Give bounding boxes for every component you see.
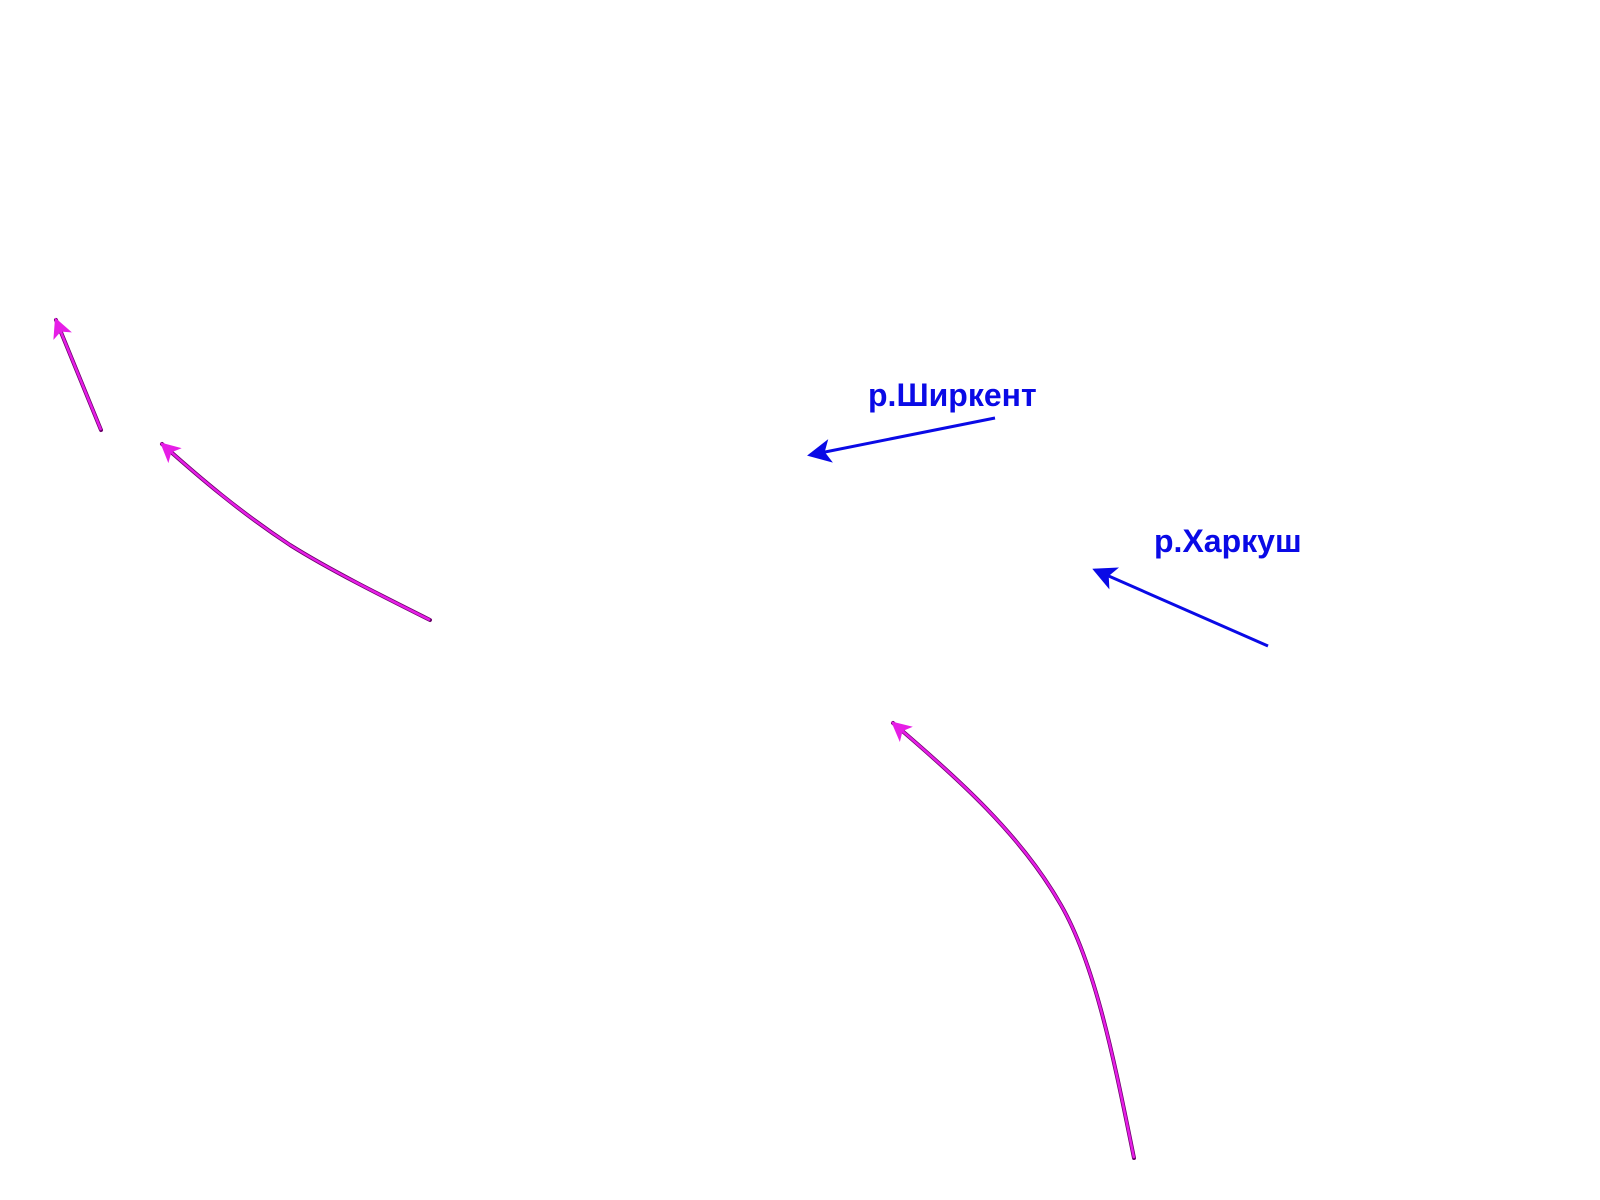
river-label-kharkush: р.Харкуш (1154, 523, 1302, 559)
flow-arrow-far-left (53, 317, 103, 432)
flow-arrow-left (160, 442, 432, 622)
river-arrow-kharkush (1092, 567, 1269, 648)
river-arrow-shirkent (807, 416, 996, 463)
river-label-shirkent: р.Ширкент (868, 377, 1037, 413)
flow-arrow-bottom (891, 721, 1136, 1160)
